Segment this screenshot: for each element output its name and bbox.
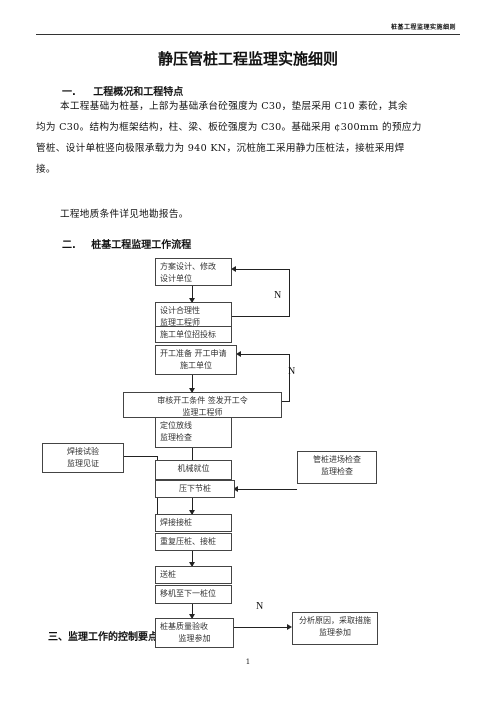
connector: [234, 627, 288, 628]
box-machine-position: 机械就位: [155, 460, 232, 480]
running-header: 桩基工程监理实施细则: [390, 24, 456, 31]
paragraph-geology: 工程地质条件详见地勘报告。: [60, 209, 189, 220]
box-scheme-design: 方案设计、修改 设计单位: [155, 258, 232, 286]
section-2-number: 二.: [62, 240, 76, 251]
box-analyze-cause: 分析原因，采取措施 监理参加: [292, 612, 378, 645]
box-tender: 施工单位招投标: [155, 326, 232, 343]
box-pile-inspection-line-2: 监理检查: [321, 467, 353, 476]
box-acceptance: 桩基质量验收 监理参加: [155, 618, 234, 648]
connector: [237, 489, 297, 490]
no-label-3: N: [256, 601, 264, 612]
arrow-down: [189, 388, 195, 393]
connector: [192, 448, 193, 460]
box-press-pile: 压下节桩: [155, 480, 235, 498]
section-3-heading: 三、监理工作的控制要点: [48, 632, 155, 643]
arrow-left: [233, 486, 238, 492]
arrow-down: [189, 562, 195, 567]
section-1-heading: 一. 工程概况和工程特点: [62, 83, 183, 98]
overview-line-1: 本工程基础为桩基，上部为基础承台砼强度为 C30，垫层采用 C10 素砼，其余: [60, 101, 408, 112]
overview-line-3: 管桩、设计单桩竖向极限承载力为 940 KN，沉桩施工采用静力压桩法，接桩采用焊: [36, 143, 405, 154]
box-tender-line-1: 施工单位招投标: [160, 330, 216, 339]
paragraph-overview: 本工程基础为桩基，上部为基础承台砼强度为 C30，垫层采用 C10 素砼，其余 …: [36, 96, 461, 180]
box-weld-test: 焊接试验 监理见证: [42, 443, 124, 473]
box-machine-position-line-1: 机械就位: [177, 464, 210, 473]
box-pile-inspection: 管桩进场检查 监理检查: [297, 451, 377, 484]
section-1-number: 一.: [62, 87, 76, 98]
box-move-machine: 移机至下一桩位: [155, 585, 232, 604]
connector: [232, 316, 290, 317]
box-start-prep-line-1: 开工准备 开工申请: [160, 349, 227, 358]
no-label-1: N: [274, 290, 282, 301]
connector: [124, 456, 158, 457]
box-weld-test-line-1: 焊接试验: [67, 447, 99, 456]
section-2-title: 桩基工程监理工作流程: [91, 240, 192, 251]
box-repeat-press-line-1: 重复压桩、接桩: [160, 537, 216, 546]
box-send-pile-line-1: 送桩: [160, 570, 176, 579]
box-design-review-line-2: 监理工程师: [160, 318, 200, 327]
section-1-title: 工程概况和工程特点: [93, 87, 184, 98]
no-label-2: N: [288, 366, 296, 377]
box-repeat-press: 重复压桩、接桩: [155, 533, 232, 551]
box-start-approval-line-2: 监理工程师: [182, 408, 223, 417]
box-positioning: 定位放线 监理检查: [155, 417, 232, 448]
arrow-down: [189, 298, 195, 303]
box-analyze-cause-line-1: 分析原因，采取措施: [299, 616, 371, 625]
connector: [192, 604, 193, 618]
connector: [241, 354, 290, 355]
box-start-approval: 审核开工条件 签发开工令 监理工程师: [123, 392, 282, 418]
box-positioning-line-1: 定位放线: [160, 421, 192, 430]
box-design-review: 设计合理性 监理工程师: [155, 302, 232, 328]
box-acceptance-line-2: 监理参加: [178, 634, 211, 643]
box-scheme-design-line-2: 设计单位: [160, 274, 192, 283]
connector: [192, 498, 193, 514]
overview-line-2: 均为 C30。结构为框架结构，柱、梁、板砼强度为 C30。基础采用 ¢300mm…: [36, 122, 422, 133]
box-start-prep: 开工准备 开工申请 施工单位: [155, 345, 237, 375]
header-rule: [36, 34, 460, 35]
arrow-down: [189, 614, 195, 619]
connector: [192, 551, 193, 566]
page-number: 1: [245, 658, 251, 666]
box-send-pile: 送桩: [155, 566, 232, 584]
connector: [289, 269, 290, 317]
connector: [236, 269, 290, 270]
connector: [289, 354, 290, 402]
box-start-approval-line-1: 审核开工条件 签发开工令: [157, 396, 248, 405]
box-move-machine-line-1: 移机至下一桩位: [160, 589, 216, 598]
box-analyze-cause-line-2: 监理参加: [319, 628, 351, 637]
box-acceptance-line-1: 桩基质量验收: [160, 622, 208, 631]
arrow-left: [231, 266, 236, 272]
arrow-down: [189, 510, 195, 515]
box-positioning-line-2: 监理检查: [160, 433, 192, 442]
connector: [192, 286, 193, 302]
box-pile-inspection-line-1: 管桩进场检查: [313, 455, 361, 464]
box-design-review-line-1: 设计合理性: [160, 306, 200, 315]
box-weld-test-line-2: 监理见证: [67, 459, 99, 468]
overview-line-4: 接。: [36, 164, 56, 175]
arrow-right: [287, 624, 292, 630]
connector: [282, 401, 290, 402]
box-weld-joint-line-1: 焊接接桩: [160, 518, 192, 527]
connector: [192, 375, 193, 392]
box-weld-joint: 焊接接桩: [155, 514, 232, 532]
document-title: 静压管桩工程监理实施细则: [157, 50, 338, 68]
box-press-pile-line-1: 压下节桩: [179, 484, 211, 493]
box-scheme-design-line-1: 方案设计、修改: [160, 262, 216, 271]
box-start-prep-line-2: 施工单位: [180, 361, 212, 370]
arrow-left: [236, 351, 241, 357]
section-2-heading: 二. 桩基工程监理工作流程: [62, 236, 191, 251]
